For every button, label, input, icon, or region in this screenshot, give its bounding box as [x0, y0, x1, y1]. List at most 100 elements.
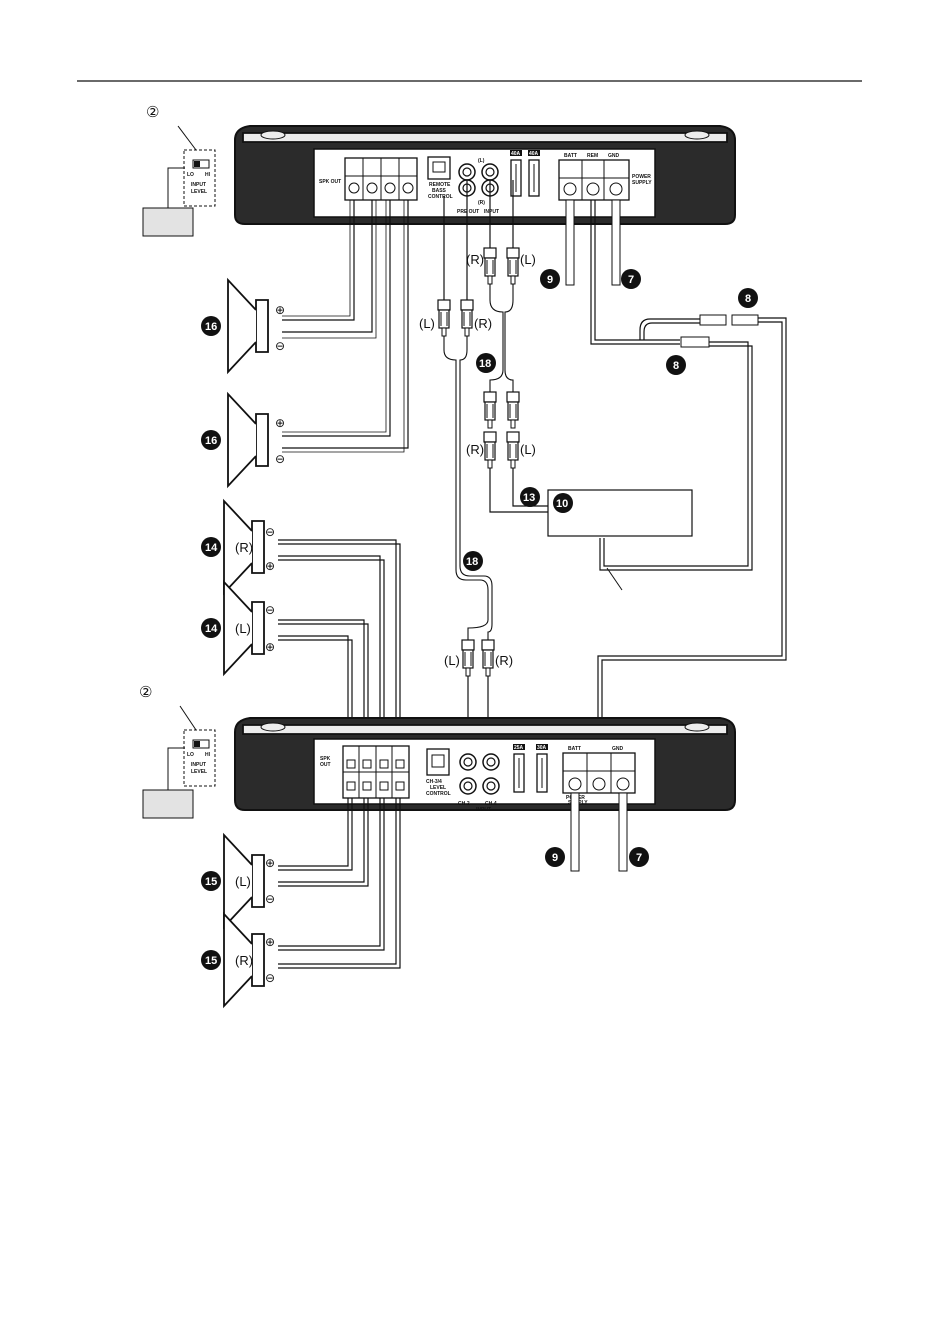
preout-rca-l: (L) — [419, 316, 435, 331]
callout-7b: 7 — [636, 852, 642, 864]
spk14r-plus: ⊕ — [265, 559, 275, 573]
amp2-fuse-a-label: 25A — [514, 745, 524, 751]
headunit-rca-r: (R) — [466, 442, 484, 457]
amp2-level-label-3: CONTROL — [426, 791, 451, 797]
amp2-ch2-label: CH-2 — [458, 801, 470, 807]
input-level-1-hi: HI — [205, 172, 211, 178]
spk14l-plus: ⊕ — [265, 640, 275, 654]
spk16b-plus: ⊕ — [275, 416, 285, 430]
amp1-input-rca-l: (L) — [520, 252, 536, 267]
spk14l-label: (L) — [235, 621, 251, 636]
amp1-gnd-label: GND — [608, 153, 620, 159]
amp1-speaker-terminals[interactable] — [344, 157, 418, 201]
amp2-rca-l: (L) — [444, 653, 460, 668]
callout-7a: 7 — [628, 274, 634, 286]
amp1-fuse-a-tag — [510, 150, 522, 156]
callout-16b-text: 16 — [205, 435, 217, 447]
speaker-15-left: (L) ⊕ ⊖ — [223, 834, 275, 928]
amp2-level-label-2: LEVEL — [430, 785, 446, 791]
callout-9a: 9 — [547, 274, 553, 286]
amp1-ch-l: (L) — [478, 158, 485, 164]
amp1-rem-label: REM — [587, 153, 598, 159]
callout-8a: 8 — [745, 293, 751, 305]
spk15r-plus: ⊕ — [265, 935, 275, 949]
amp2-power-terminals[interactable] — [562, 752, 636, 794]
callout-16b — [201, 430, 221, 450]
input-level-switch-1[interactable]: LO HI INPUT LEVEL — [142, 125, 216, 237]
callout-18a: 18 — [479, 358, 491, 370]
amp2-input-ch2-jack[interactable] — [459, 777, 477, 795]
spk14r-label: (R) — [235, 540, 253, 555]
amp1-batt-label: BATT — [564, 153, 577, 159]
amplifier-2: ② SPK OUT CH-3/4 LEVEL CONTROL — [139, 683, 736, 813]
amp1-gnd-wire — [611, 199, 621, 286]
connector-8-upper-b — [731, 314, 759, 326]
input-level-2-label-2: LEVEL — [191, 769, 207, 775]
spk15l-label: (L) — [235, 874, 251, 889]
amp2-spk-label-2: OUT — [320, 762, 331, 768]
spk15l-minus: ⊖ — [265, 892, 275, 906]
connector-8-upper-a — [699, 314, 727, 326]
amp2-speaker-terminals[interactable] — [342, 745, 410, 799]
spk15r-label: (R) — [235, 953, 253, 968]
amp2-gnd-wire — [618, 792, 628, 872]
callout-13: 13 — [523, 492, 535, 504]
amp1-fuse-b-label: 40A — [529, 151, 539, 157]
amp2-fuse-b-label: 30A — [537, 745, 547, 751]
amp1-ch-r: (R) — [478, 200, 485, 206]
amplifier-1: ② SPK OUT REMOTE BASS CONTROL (L) — [146, 103, 736, 225]
callout-10: 10 — [556, 498, 568, 510]
amp1-spk-out: SPK OUT — [319, 179, 341, 185]
amp2-input-ch4-jack[interactable] — [482, 777, 500, 795]
spk16b-minus: ⊖ — [275, 452, 285, 466]
connector-8-lower — [680, 336, 710, 348]
callout-16a-text: 16 — [205, 321, 217, 333]
callout-9b: 9 — [552, 852, 558, 864]
amp1-power-terminals[interactable] — [558, 159, 630, 201]
amp2-input-label: INPUT — [476, 807, 491, 813]
amp2-batt-label: BATT — [568, 746, 581, 752]
amp2-input-ch1-jack[interactable] — [459, 753, 477, 771]
callout-14b: 14 — [205, 623, 218, 635]
preout-rca-r: (R) — [474, 316, 492, 331]
spk14l-minus: ⊖ — [265, 603, 275, 617]
amp1-pre-out-l-jack[interactable] — [458, 163, 476, 181]
input-level-1-label-1: INPUT — [191, 182, 206, 188]
amp1-fuse-a-label: 40A — [511, 151, 521, 157]
speaker-16-lower: ⊕ ⊖ — [227, 393, 285, 487]
callout-16a — [201, 316, 221, 336]
rca-cable-amp1-input: (R) (L) (R) (L) — [466, 180, 548, 513]
speaker-15-right: (R) ⊕ ⊖ — [223, 913, 275, 1007]
amp1-remote-label-1: REMOTE — [429, 182, 451, 188]
amp1-input-l-jack[interactable] — [481, 163, 499, 181]
amp2-rca-r: (R) — [495, 653, 513, 668]
input-level-1-label-2: LEVEL — [191, 189, 207, 195]
speaker-14-right: (R) ⊖ ⊕ — [223, 500, 275, 594]
spk15r-minus: ⊖ — [265, 971, 275, 985]
amp2-gnd-label: GND — [612, 746, 624, 752]
amp2-spk-label-1: SPK — [320, 756, 331, 762]
input-level-1-lo: LO — [187, 172, 194, 178]
amp1-batt-wire — [565, 199, 575, 286]
amp2-ch4-label: CH-4 — [485, 801, 497, 807]
input-level-2-label-1: INPUT — [191, 762, 206, 768]
spk16a-minus: ⊖ — [275, 339, 285, 353]
amp1-input-label: INPUT — [484, 209, 499, 215]
amp2-callout: ② — [139, 683, 152, 701]
input-level-switch-2[interactable]: LO HI INPUT LEVEL — [142, 705, 216, 819]
speaker-16-upper: ⊕ ⊖ — [227, 279, 285, 373]
callout-15a: 15 — [205, 876, 217, 888]
spk14r-minus: ⊖ — [265, 525, 275, 539]
amp1-power-label-1: POWER — [632, 174, 651, 180]
amp1-remote-label-2: BASS — [432, 188, 447, 194]
amp2-level-label-1: CH-3/4 — [426, 779, 442, 785]
amp1-callout: ② — [146, 103, 159, 121]
spk15l-plus: ⊕ — [265, 856, 275, 870]
callout-15b: 15 — [205, 955, 217, 967]
amp1-power-label-2: SUPPLY — [632, 180, 652, 186]
rca-cable-pre-out: (L) (R) (L) (R) — [419, 180, 513, 787]
headunit-rca-l: (L) — [520, 442, 536, 457]
input-level-2-hi: HI — [205, 752, 211, 758]
speaker-14-left: (L) ⊖ ⊕ — [223, 581, 275, 675]
amp2-input-ch3-jack[interactable] — [482, 753, 500, 771]
